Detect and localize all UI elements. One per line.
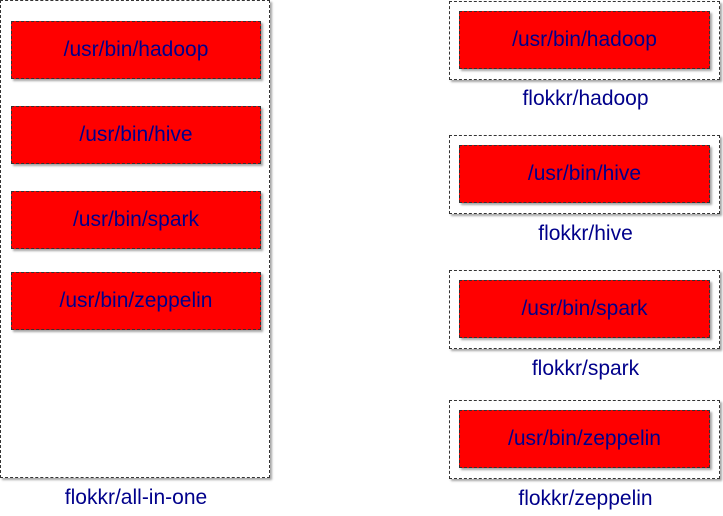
zeppelin-container: /usr/bin/zeppelin <box>449 400 720 479</box>
zeppelin-label: flokkr/zeppelin <box>518 487 653 510</box>
all-in-one-container: /usr/bin/hadoop /usr/bin/hive /usr/bin/s… <box>0 0 270 478</box>
all-in-one-binary-zeppelin: /usr/bin/zeppelin <box>11 272 261 330</box>
spark-container: /usr/bin/spark <box>449 270 720 349</box>
hive-binary: /usr/bin/hive <box>459 145 710 203</box>
spark-label: flokkr/spark <box>531 357 640 380</box>
hadoop-binary: /usr/bin/hadoop <box>459 11 710 69</box>
hive-label: flokkr/hive <box>538 222 633 245</box>
hive-container: /usr/bin/hive <box>449 135 720 214</box>
all-in-one-binary-hadoop: /usr/bin/hadoop <box>11 21 261 79</box>
hadoop-label: flokkr/hadoop <box>522 87 649 110</box>
all-in-one-label: flokkr/all-in-one <box>64 486 208 509</box>
hadoop-container: /usr/bin/hadoop <box>449 1 720 80</box>
all-in-one-binary-hive: /usr/bin/hive <box>11 106 261 164</box>
all-in-one-binary-spark: /usr/bin/spark <box>11 191 261 249</box>
spark-binary: /usr/bin/spark <box>459 280 710 338</box>
zeppelin-binary: /usr/bin/zeppelin <box>459 410 710 468</box>
